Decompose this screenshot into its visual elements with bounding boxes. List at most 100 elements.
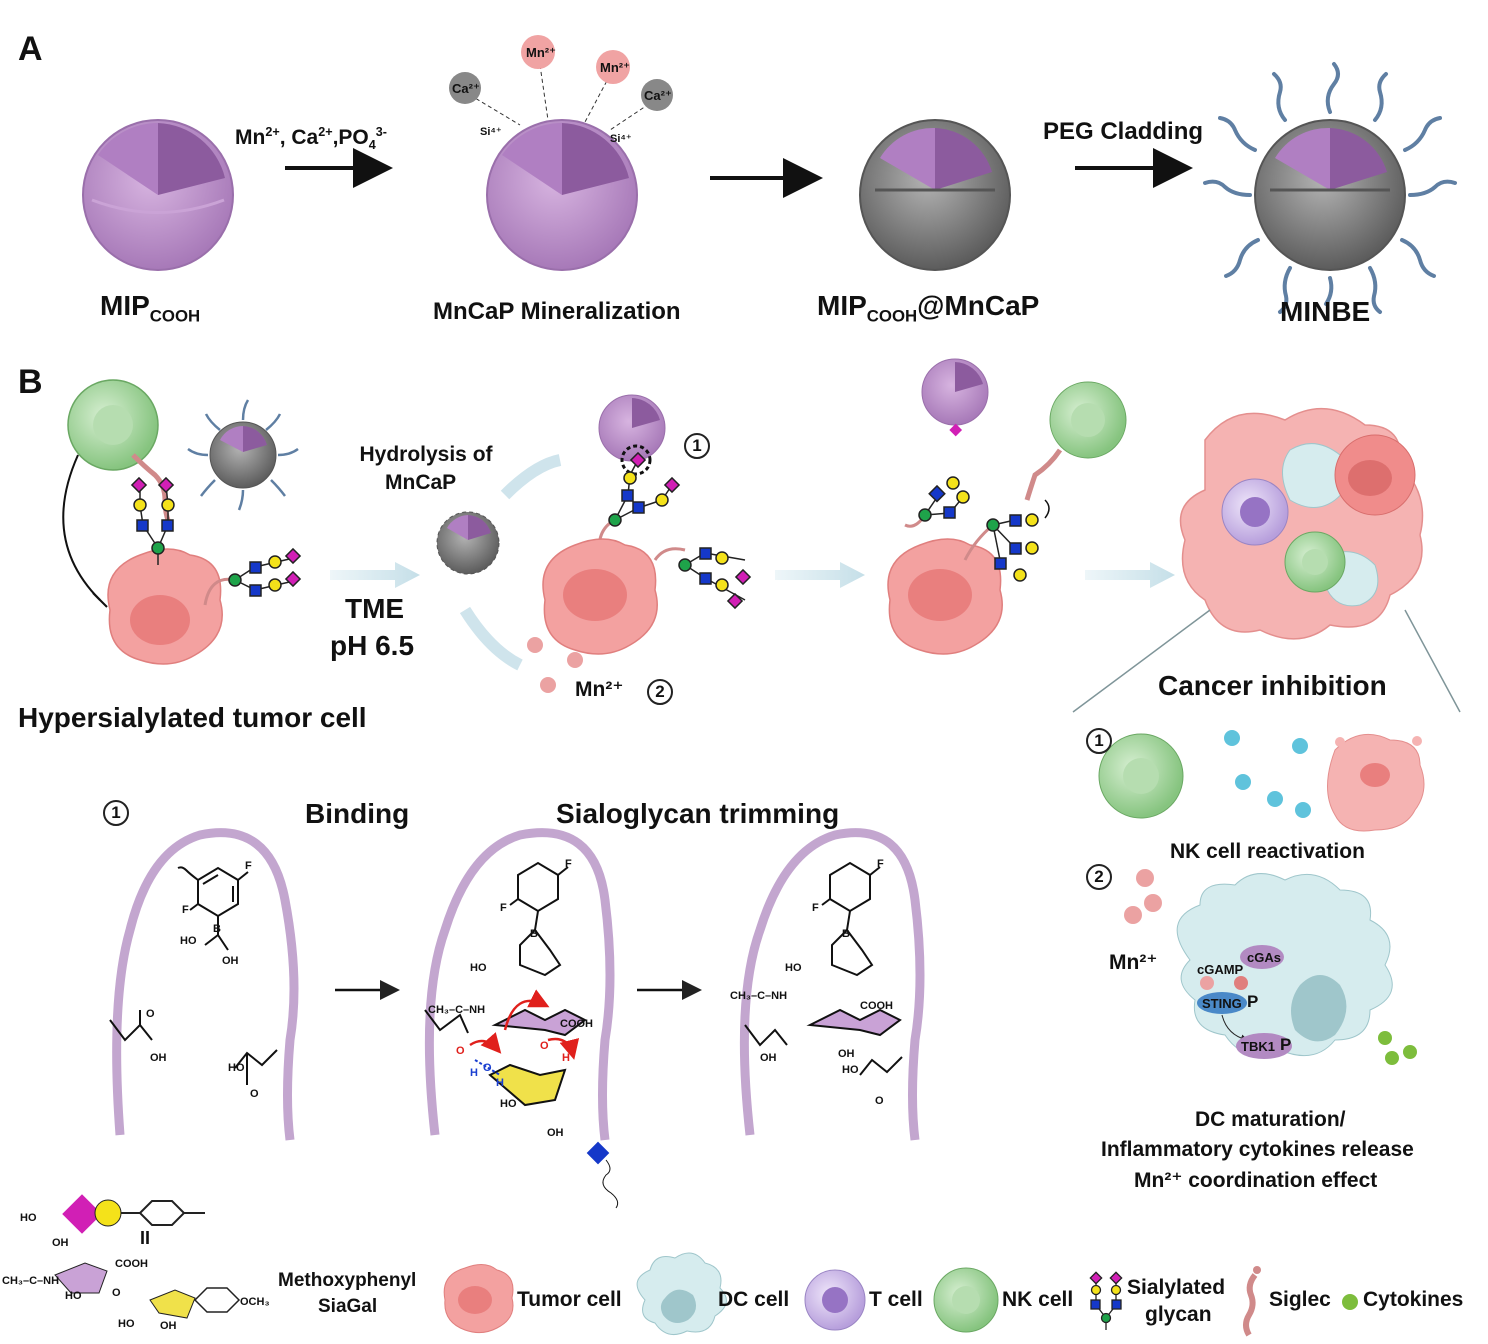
struct-ch3: CH₃–C–NH xyxy=(2,1275,60,1287)
ion-si-label-2: Si⁴⁺ xyxy=(610,133,632,145)
legend-tumor-label: Tumor cell xyxy=(517,1288,622,1311)
hydrolysis-label: Hydrolysis of xyxy=(359,443,493,466)
ion-mn-label-1: Mn²⁺ xyxy=(526,45,556,60)
panel-letter-a: A xyxy=(18,30,43,68)
boronate-ester-2 xyxy=(424,861,587,1107)
atom-ho-2: HO xyxy=(228,1062,245,1074)
mn-ion-dot-2 xyxy=(567,652,583,668)
mip-mncap-particle xyxy=(859,119,1011,271)
atom-ho-5: HO xyxy=(785,962,802,974)
atom-o-3: O xyxy=(875,1095,884,1107)
atom-oh-1: OH xyxy=(222,955,239,967)
nk-cell-b1 xyxy=(67,379,159,471)
water-h-1: H xyxy=(470,1067,478,1079)
arrow-b4 xyxy=(1085,562,1175,588)
atom-oh-4: OH xyxy=(547,1127,564,1139)
mip-cooh-label: MIPCOOH xyxy=(100,290,201,326)
atom-o-red-1: O xyxy=(456,1045,465,1057)
struct-ho-1: HO xyxy=(20,1212,37,1224)
atom-oh-6: OH xyxy=(760,1052,777,1064)
hydrolysis-label-2: MnCaP xyxy=(385,471,457,494)
inhibition-line-b1 xyxy=(62,454,101,601)
cytokine-green-dots-inh xyxy=(1378,1031,1417,1065)
glcnac-square xyxy=(586,1141,610,1165)
tbk1-p-label: P xyxy=(1280,1035,1292,1054)
arrow-b-tme xyxy=(330,562,420,588)
tbk1-label: TBK1 xyxy=(1241,1039,1275,1054)
atom-ho-6: HO xyxy=(842,1064,859,1076)
product-3 xyxy=(744,861,903,1076)
struct-oh-2: OH xyxy=(160,1320,177,1332)
inh-mn-label: Mn²⁺ xyxy=(1109,951,1158,974)
arrow-b-down xyxy=(459,606,523,671)
struct-o-1: O xyxy=(112,1287,121,1299)
legend-siagal: SiaGal xyxy=(318,1296,378,1317)
step-marker-2: 2 xyxy=(647,679,673,705)
dying-tumor-inhibition xyxy=(1327,733,1425,832)
ion-ca-2 xyxy=(641,79,673,111)
legend-dc-label: DC cell xyxy=(718,1288,790,1311)
struct-och3: OCH₃ xyxy=(240,1296,270,1308)
legend-nk-label: NK cell xyxy=(1002,1288,1074,1311)
mn-coordination-label: Mn²⁺ coordination effect xyxy=(1134,1169,1378,1192)
glycan-tree-b1 xyxy=(130,476,175,565)
legend-tumor-cell-icon xyxy=(443,1264,514,1334)
atom-oh-2: OH xyxy=(150,1052,167,1064)
ion-ca-label-1: Ca²⁺ xyxy=(452,81,480,96)
sting-label: STING xyxy=(1202,996,1242,1011)
legend-dc-cell-icon xyxy=(636,1252,727,1336)
hydrolyzing-particle xyxy=(436,511,500,575)
arrow-b-up xyxy=(500,454,562,500)
atom-f-1b: F xyxy=(182,904,189,916)
legend-sialylated-glycan-icon xyxy=(1089,1271,1123,1330)
minbe-particle xyxy=(1203,62,1457,314)
mineralization-label: MnCaP Mineralization xyxy=(433,298,681,325)
boronic-acid-1 xyxy=(177,866,249,951)
atom-b-3: B xyxy=(842,928,850,940)
nk-cell-b3 xyxy=(1049,381,1127,459)
glycan-tree-b1-side xyxy=(203,547,302,606)
nk-reactivation-label: NK cell reactivation xyxy=(1170,840,1365,863)
tumor-cell-b1 xyxy=(107,548,223,665)
panel-letter-b: B xyxy=(18,363,43,401)
atom-ho-4: HO xyxy=(500,1098,517,1110)
dc-maturation-label: DC maturation/ xyxy=(1195,1108,1346,1131)
glycan-tree-b3 xyxy=(904,476,970,528)
mn-ion-dots-inh xyxy=(1124,869,1162,924)
atom-o-red-2: O xyxy=(540,1040,549,1052)
ion-mn-1 xyxy=(521,35,555,69)
mip-particle xyxy=(82,119,234,271)
legend-methoxyphenyl: Methoxyphenyl xyxy=(278,1270,417,1291)
binding-label: Binding xyxy=(305,798,410,829)
trimming-label: Sialoglycan trimming xyxy=(556,798,840,829)
struct-oh-1: OH xyxy=(52,1237,69,1249)
atom-o-2: O xyxy=(250,1088,259,1100)
cooh-3: COOH xyxy=(860,1000,893,1012)
acetamide-2: CH₃–C–NH xyxy=(428,1004,486,1016)
atom-b-2: B xyxy=(530,928,538,940)
hypersialylated-label: Hypersialylated tumor cell xyxy=(18,702,367,733)
step1-ions-label: Mn2+, Ca2+,PO43- xyxy=(235,125,387,153)
atom-f-2b: F xyxy=(500,902,507,914)
water-o: O xyxy=(483,1062,492,1074)
cytokine-cyan-dots xyxy=(1224,730,1311,818)
tme-label: TME xyxy=(345,593,405,624)
ph-label: pH 6.5 xyxy=(330,630,415,661)
atom-o-1: O xyxy=(146,1008,155,1020)
mip-mncap-label: MIPCOOH@MnCaP xyxy=(817,290,1040,326)
legend-sialylated-label: Sialylated xyxy=(1127,1276,1226,1299)
nk-cell-inhibition xyxy=(1098,733,1184,819)
water-h-2: H xyxy=(496,1077,504,1089)
glycan-tree-b3-side xyxy=(963,513,1039,582)
legend-glycan-label: glycan xyxy=(1145,1303,1212,1326)
tumor-cell-b3 xyxy=(887,538,1003,655)
immune-attack-cluster xyxy=(1179,408,1424,640)
atom-ho-1: HO xyxy=(180,935,197,947)
struct-cooh: COOH xyxy=(115,1258,148,1270)
inh-step-marker-1: 1 xyxy=(1086,728,1112,754)
legend-siagal-structure xyxy=(54,1194,241,1319)
mn-ion-dot-1 xyxy=(527,637,543,653)
peg-cladding-label: PEG Cladding xyxy=(1043,118,1204,145)
cytokines-release-label: Inflammatory cytokines release xyxy=(1101,1138,1414,1161)
atom-ho-3: HO xyxy=(470,962,487,974)
